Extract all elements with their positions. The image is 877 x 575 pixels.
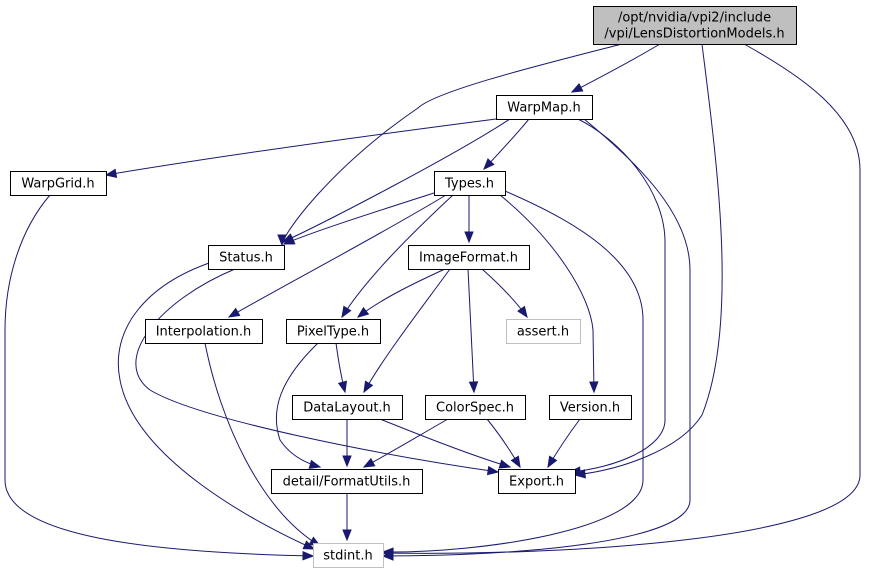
- node-label: Types.h: [444, 177, 494, 192]
- node-stdint[interactable]: stdint.h: [313, 543, 384, 568]
- node-box: [208, 245, 285, 270]
- node-box: [313, 543, 384, 568]
- edges-layer: [4, 43, 861, 561]
- node-label: assert.h: [517, 325, 569, 340]
- node-box: [292, 395, 403, 420]
- node-box: [593, 6, 797, 45]
- node-label: DataLayout.h: [303, 401, 391, 416]
- node-box: [549, 395, 632, 420]
- node-warpmap[interactable]: WarpMap.h: [496, 95, 593, 120]
- node-datalayout[interactable]: DataLayout.h: [292, 395, 403, 420]
- node-box: [434, 171, 506, 196]
- node-label: detail/FormatUtils.h: [283, 475, 411, 490]
- edge-formatutils-to-stdint: [342, 493, 352, 542]
- edge-pixeltype-to-formatutils: [275, 342, 322, 469]
- node-label: ColorSpec.h: [436, 401, 514, 416]
- node-label: PixelType.h: [297, 325, 369, 340]
- node-box: [408, 245, 530, 270]
- node-imageformat[interactable]: ImageFormat.h: [408, 245, 530, 270]
- node-box: [271, 469, 423, 494]
- node-root[interactable]: /opt/nvidia/vpi2/include/vpi/LensDistort…: [593, 6, 797, 45]
- edge-warpmap-to-types: [483, 118, 530, 170]
- node-box: [10, 171, 107, 196]
- node-label: Interpolation.h: [156, 325, 252, 340]
- edge-warpmap-to-warpgrid: [104, 118, 497, 178]
- node-export[interactable]: Export.h: [498, 469, 576, 494]
- node-colorspec[interactable]: ColorSpec.h: [425, 395, 526, 420]
- edge-datalayout-to-formatutils: [342, 419, 352, 468]
- node-status[interactable]: Status.h: [208, 245, 285, 270]
- node-box: [145, 319, 263, 344]
- node-label: Export.h: [509, 475, 564, 490]
- edge-pixeltype-to-datalayout: [335, 342, 348, 394]
- edge-types-to-stdint: [381, 190, 644, 557]
- node-formatutils[interactable]: detail/FormatUtils.h: [271, 469, 423, 494]
- edge-colorspec-to-formatutils: [362, 418, 449, 468]
- node-box: [498, 469, 576, 494]
- node-label: stdint.h: [323, 549, 372, 564]
- edge-root-to-stdint: [381, 43, 861, 558]
- edge-root-to-status: [277, 43, 623, 247]
- edge-imageformat-to-pixeltype: [356, 268, 446, 318]
- edge-imageformat-to-datalayout: [363, 268, 451, 394]
- edge-types-to-imageformat: [464, 195, 474, 244]
- edge-types-to-pixeltype: [341, 194, 454, 319]
- node-box: [506, 319, 581, 344]
- edge-imageformat-to-assert: [481, 268, 528, 319]
- node-box: [496, 95, 593, 120]
- nodes-layer: /opt/nvidia/vpi2/include/vpi/LensDistort…: [10, 6, 797, 568]
- edge-colorspec-to-export: [486, 418, 521, 469]
- edge-status-to-stdint: [117, 261, 316, 550]
- node-label: /vpi/LensDistortionModels.h: [604, 27, 784, 42]
- node-label: WarpGrid.h: [21, 177, 94, 192]
- node-box: [286, 319, 381, 344]
- edge-types-to-interpolation: [227, 194, 447, 318]
- edge-version-to-export: [547, 418, 581, 469]
- edge-imageformat-to-colorspec: [467, 268, 479, 394]
- node-box: [425, 395, 526, 420]
- node-label: /opt/nvidia/vpi2/include: [618, 11, 771, 26]
- edge-datalayout-to-export: [379, 418, 512, 469]
- node-interpolation[interactable]: Interpolation.h: [145, 319, 263, 344]
- node-label: ImageFormat.h: [419, 251, 518, 266]
- node-label: Status.h: [219, 251, 273, 266]
- edge-warpgrid-to-stdint: [4, 194, 315, 561]
- node-warpgrid[interactable]: WarpGrid.h: [10, 171, 107, 196]
- edge-types-to-status: [282, 192, 435, 245]
- edge-root-to-warpmap: [570, 43, 661, 93]
- edge-warpmap-to-export: [568, 118, 666, 476]
- node-label: Version.h: [560, 401, 620, 416]
- node-label: WarpMap.h: [507, 101, 580, 116]
- edge-types-to-version: [499, 194, 599, 394]
- node-pixeltype[interactable]: PixelType.h: [286, 319, 381, 344]
- node-version[interactable]: Version.h: [549, 395, 632, 420]
- edge-interpolation-to-stdint: [204, 342, 322, 547]
- node-types[interactable]: Types.h: [434, 171, 506, 196]
- node-assert[interactable]: assert.h: [506, 319, 581, 344]
